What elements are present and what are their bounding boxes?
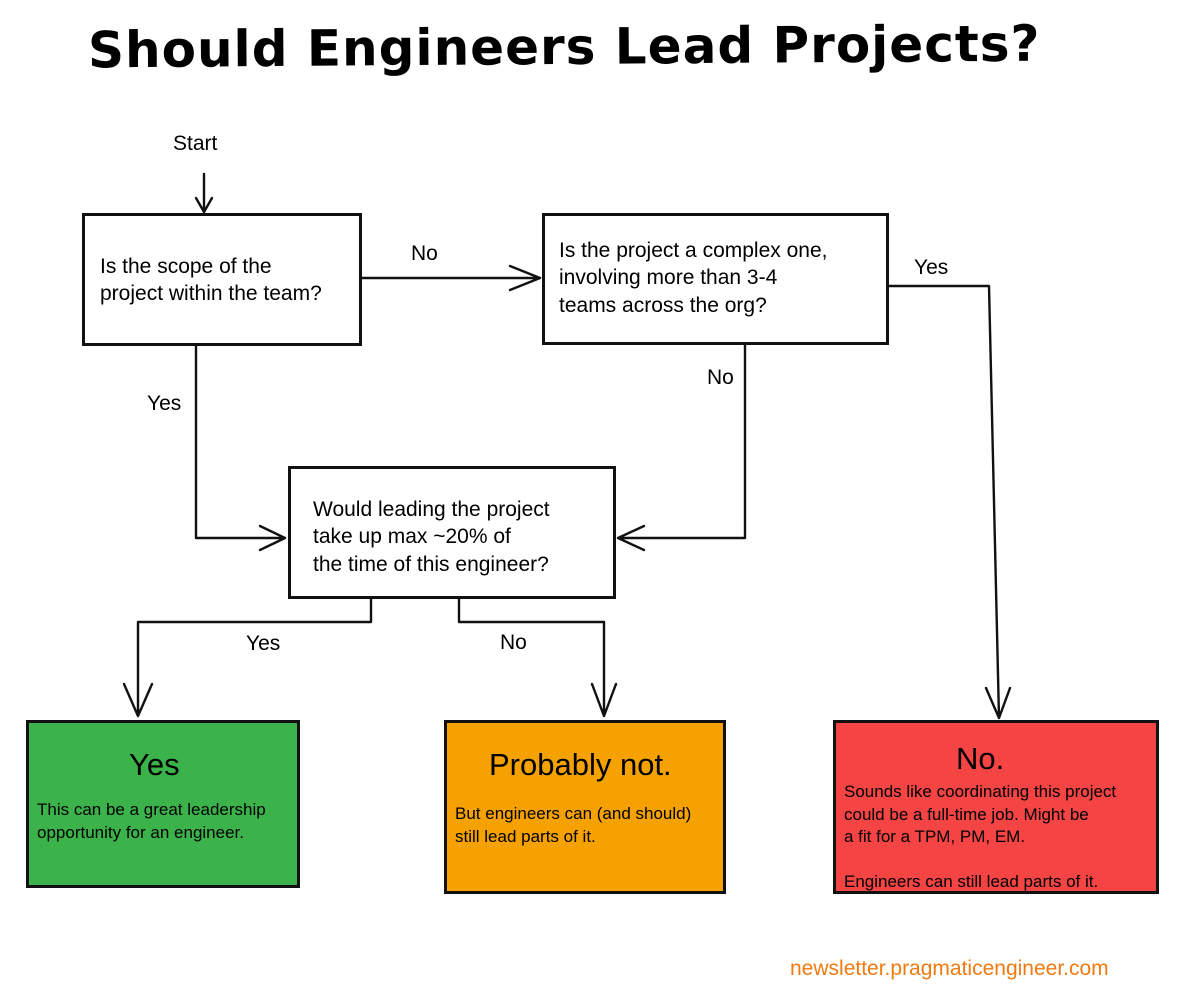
outcome-heading: Probably not. [489,747,672,782]
outcome-body: Sounds like coordinating this project co… [844,782,1117,892]
question-time-limit: Would leading the project take up max ~2… [288,466,616,599]
edge-label-q2-yes: Yes [914,256,949,279]
arrow-q2-to-no [887,284,1012,720]
outcome-heading: No. [956,741,1005,776]
footer-source-link[interactable]: newsletter.pragmaticengineer.com [790,957,1109,980]
arrow-q2-to-q3 [616,343,747,552]
outcome-body: But engineers can (and should) still lea… [455,804,692,846]
outcome-yes: Yes This can be a great leadership oppor… [26,720,300,888]
arrow-q1-to-q3 [194,344,287,552]
arrow-q3-to-probably-not [457,597,618,718]
question-text: Is the scope of the project within the t… [100,255,322,306]
outcome-probably-not: Probably not. But engineers can (and sho… [444,720,726,894]
arrow-q1-to-q2 [360,264,542,292]
edge-label-q3-yes: Yes [246,632,281,655]
start-label: Start [173,132,218,155]
edge-label-q1-yes: Yes [147,392,182,415]
question-complex-project: Is the project a complex one, involving … [542,213,889,345]
question-scope-within-team: Is the scope of the project within the t… [82,213,362,346]
outcome-body: This can be a great leadership opportuni… [37,800,266,842]
edge-label-q3-no: No [500,631,527,654]
question-text: Is the project a complex one, involving … [559,239,828,317]
edge-label-q1-no: No [411,242,438,265]
outcome-heading: Yes [129,747,180,782]
outcome-no: No. Sounds like coordinating this projec… [833,720,1159,894]
start-arrow [194,172,214,214]
edge-label-q2-no: No [707,366,734,389]
question-text: Would leading the project take up max ~2… [313,498,550,576]
arrow-q3-to-yes [122,597,373,718]
